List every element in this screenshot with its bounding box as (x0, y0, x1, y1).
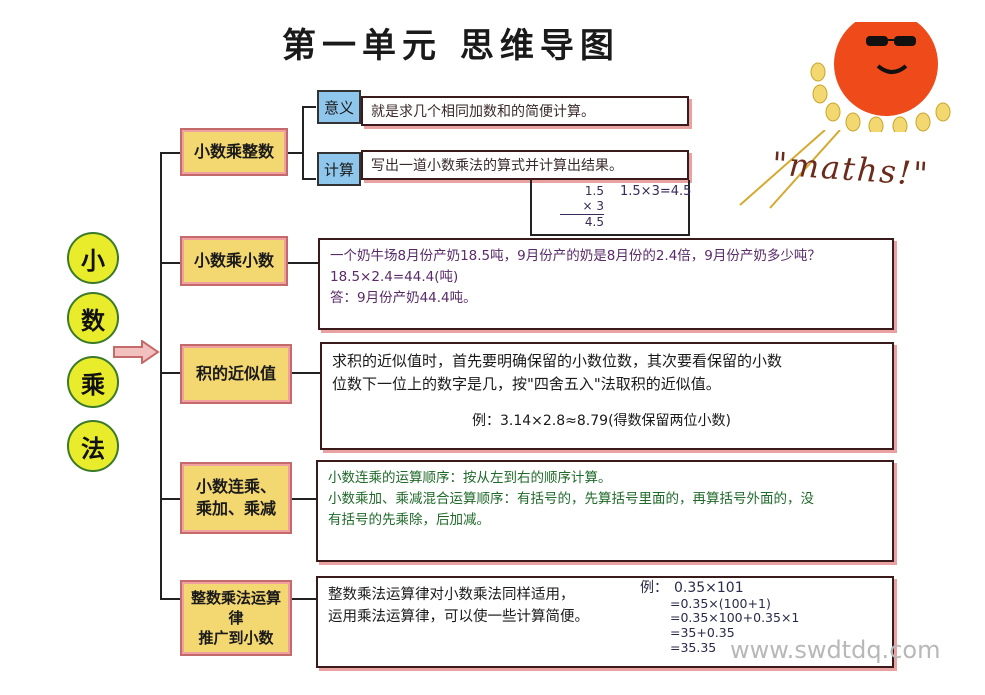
branch-line-1 (160, 152, 182, 154)
watermark: www.swdtdq.com (730, 636, 941, 664)
vertical-line-2: × 3 (560, 199, 604, 215)
content-continuous-multiplication: 小数连乘的运算顺序：按从左到右的顺序计算。 小数乘加、乘减混合运算顺序：有括号的… (316, 460, 894, 562)
example-line-2: =0.35×(100+1) (670, 595, 771, 611)
law-example: 例： 0.35×101 =0.35×(100+1) =0.35×100+0.35… (640, 580, 799, 656)
page-title: 第一单元 思维导图 (282, 26, 620, 66)
law-line-2: 运用乘法运算律，可以使一些计算简便。 (328, 609, 589, 626)
example-line-3: =0.35×100+0.35×1 (670, 610, 800, 626)
example-line-5: =35.35 (670, 639, 717, 655)
branch2-connector (288, 262, 318, 264)
center-char-1: 小 (67, 232, 119, 284)
branch-line-2 (160, 262, 182, 264)
order-rule-3: 有括号的先乘除，后加减。 (328, 511, 490, 528)
content-integer-laws-extended: 整数乘法运算律对小数乘法同样适用， 运用乘法运算律，可以使一些计算简便。 (316, 576, 894, 668)
center-char-4: 法 (67, 420, 119, 472)
branch4-connector (292, 498, 316, 500)
topic-decimal-times-decimal: 小数乘小数 (180, 236, 288, 286)
vertical-calc: 1.5 × 3 4.5 (560, 184, 604, 230)
example-label: 例： (640, 580, 668, 596)
branch1-fork-top (302, 106, 316, 108)
topic-label: 小数乘小数 (193, 251, 274, 271)
order-rule-1: 小数连乘的运算顺序：按从左到右的顺序计算。 (328, 470, 612, 486)
problem-text: 一个奶牛场8月份产奶18.5吨，9月份产的奶是8月份的2.4倍，9月份产奶多少吨… (330, 248, 821, 264)
topic-label: 小数乘整数 (193, 142, 274, 162)
topic-label-line-1: 小数连乘、 (195, 477, 276, 497)
topic-approximate-product: 积的近似值 (180, 344, 292, 404)
rule-line-2: 位数下一位上的数字是几，按"四舍五入"法取积的近似值。 (332, 375, 721, 394)
branch1-fork-bottom (302, 178, 316, 180)
trunk-line (160, 152, 162, 600)
topic-label-line-1: 整数乘法运算律 (190, 588, 281, 627)
branch5-connector (292, 598, 316, 600)
meaning-box: 就是求几个相同加数和的简便计算。 (361, 96, 689, 126)
calc-text: 写出一道小数乘法的算式并计算出结果。 (371, 158, 623, 174)
example-line-4: =35+0.35 (670, 625, 735, 641)
example-text: 例：3.14×2.8≈8.79(得数保留两位小数) (472, 412, 731, 429)
branch-line-5 (160, 598, 182, 600)
answer-text: 答：9月份产奶44.4吨。 (330, 289, 477, 306)
solution-equation: 18.5×2.4=44.4(吨) (330, 268, 459, 285)
topic-label-line-2: 乘加、乘减 (195, 499, 276, 518)
center-char-2: 数 (67, 292, 119, 344)
calc-box: 写出一道小数乘法的算式并计算出结果。 (361, 150, 689, 180)
sun-icon (810, 22, 951, 132)
topic-integer-laws-extended: 整数乘法运算律 推广到小数 (180, 580, 292, 656)
branch-line-3 (160, 372, 182, 374)
law-line-1: 整数乘法运算律对小数乘法同样适用， (328, 587, 575, 603)
topic-decimal-times-integer: 小数乘整数 (180, 128, 288, 176)
calc-bracket-v2 (688, 180, 690, 236)
branch1-connector (288, 152, 302, 154)
rule-line-1: 求积的近似值时，首先要明确保留的小数位数，其次要看保留的小数 (332, 352, 783, 370)
branch-line-4 (160, 498, 182, 500)
calc-equation: 1.5×3=4.5 (620, 184, 692, 199)
example-line-1: 0.35×101 (674, 580, 744, 596)
sun-ray-lines (739, 130, 841, 209)
arrow-right-icon (113, 340, 160, 364)
meaning-text: 就是求几个相同加数和的简便计算。 (371, 104, 595, 120)
calc-tag: 计算 (317, 152, 361, 186)
meaning-tag: 意义 (317, 90, 361, 124)
center-char-3: 乘 (67, 356, 119, 408)
topic-label-line-2: 推广到小数 (198, 629, 274, 648)
topic-continuous-multiplication: 小数连乘、 乘加、乘减 (180, 462, 292, 534)
content-decimal-times-decimal: 一个奶牛场8月份产奶18.5吨，9月份产的奶是8月份的2.4倍，9月份产奶多少吨… (318, 238, 894, 330)
calc-bracket-v (530, 180, 532, 236)
calc-bracket-h (530, 234, 690, 236)
topic-label: 积的近似值 (195, 364, 276, 384)
content-approximate-product: 求积的近似值时，首先要明确保留的小数位数，其次要看保留的小数 位数下一位上的数字… (320, 342, 894, 450)
vertical-line-1: 1.5 (584, 184, 604, 198)
branch1-fork (302, 106, 304, 180)
vertical-line-3: 4.5 (584, 215, 604, 229)
branch3-connector (292, 372, 320, 374)
order-rule-2: 小数乘加、乘减混合运算顺序：有括号的，先算括号里面的，再算括号外面的，没 (328, 490, 814, 507)
